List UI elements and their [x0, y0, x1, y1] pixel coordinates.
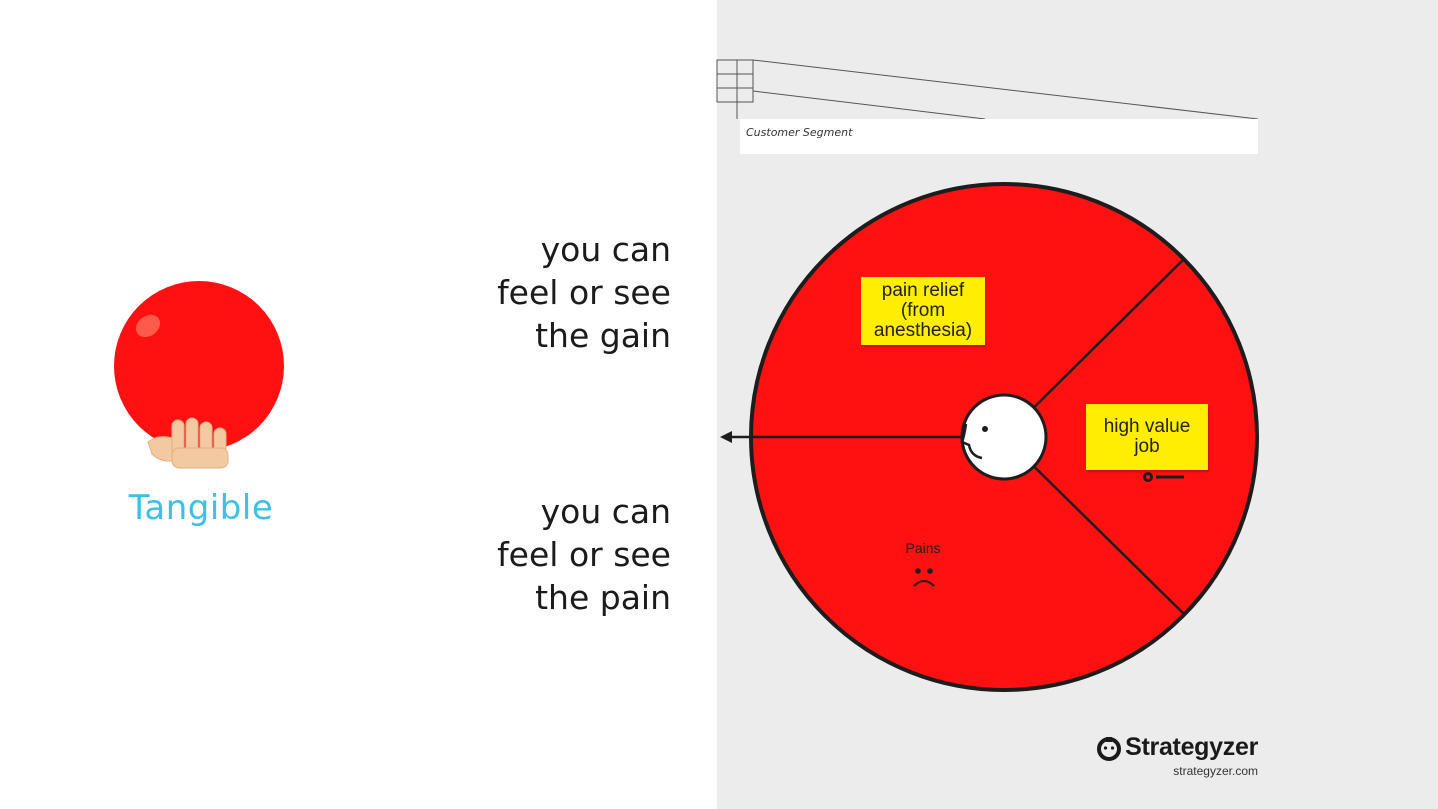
gain-note-line-2: (from	[900, 300, 946, 321]
high-value-job-sticky-note: high value job	[1086, 404, 1208, 470]
gain-line-1: you can	[540, 230, 671, 269]
segment-label: Customer Segment	[746, 126, 853, 139]
pain-line-3: the pain	[535, 578, 671, 617]
gain-statement: you can feel or see the gain	[411, 228, 671, 357]
brand-url: strategyzer.com	[1173, 764, 1258, 778]
gain-line-3: the gain	[535, 316, 671, 355]
brand-name: Strategyzer	[1125, 733, 1258, 761]
customer-segment-bar: Customer Segment	[740, 119, 1258, 154]
job-note-line-2: job	[1134, 436, 1160, 457]
pain-statement: you can feel or see the pain	[411, 490, 671, 619]
customer-face-icon	[960, 393, 1048, 481]
pain-line-2: feel or see	[497, 535, 671, 574]
tangible-label: Tangible	[128, 488, 274, 528]
pain-relief-sticky-note: pain relief (from anesthesia)	[861, 277, 985, 345]
brand-block: Strategyzer strategyzer.com	[1096, 733, 1258, 778]
gain-note-line-1: pain relief	[881, 280, 965, 301]
strategyzer-logo-icon	[1097, 736, 1122, 761]
gain-line-2: feel or see	[497, 273, 671, 312]
job-note-line-1: high value	[1103, 416, 1191, 437]
pain-line-1: you can	[540, 492, 671, 531]
brand-name-row: Strategyzer	[1096, 733, 1258, 762]
canvas-frame-lines	[716, 59, 1259, 120]
sad-face-icon	[913, 568, 935, 587]
gain-note-line-3: anesthesia)	[873, 320, 973, 341]
pains-label: Pains	[905, 540, 941, 556]
arrow-left	[720, 431, 970, 443]
job-mark-icon	[1143, 472, 1184, 482]
ball-in-hand-icon	[114, 281, 284, 469]
left-panel	[0, 0, 717, 809]
